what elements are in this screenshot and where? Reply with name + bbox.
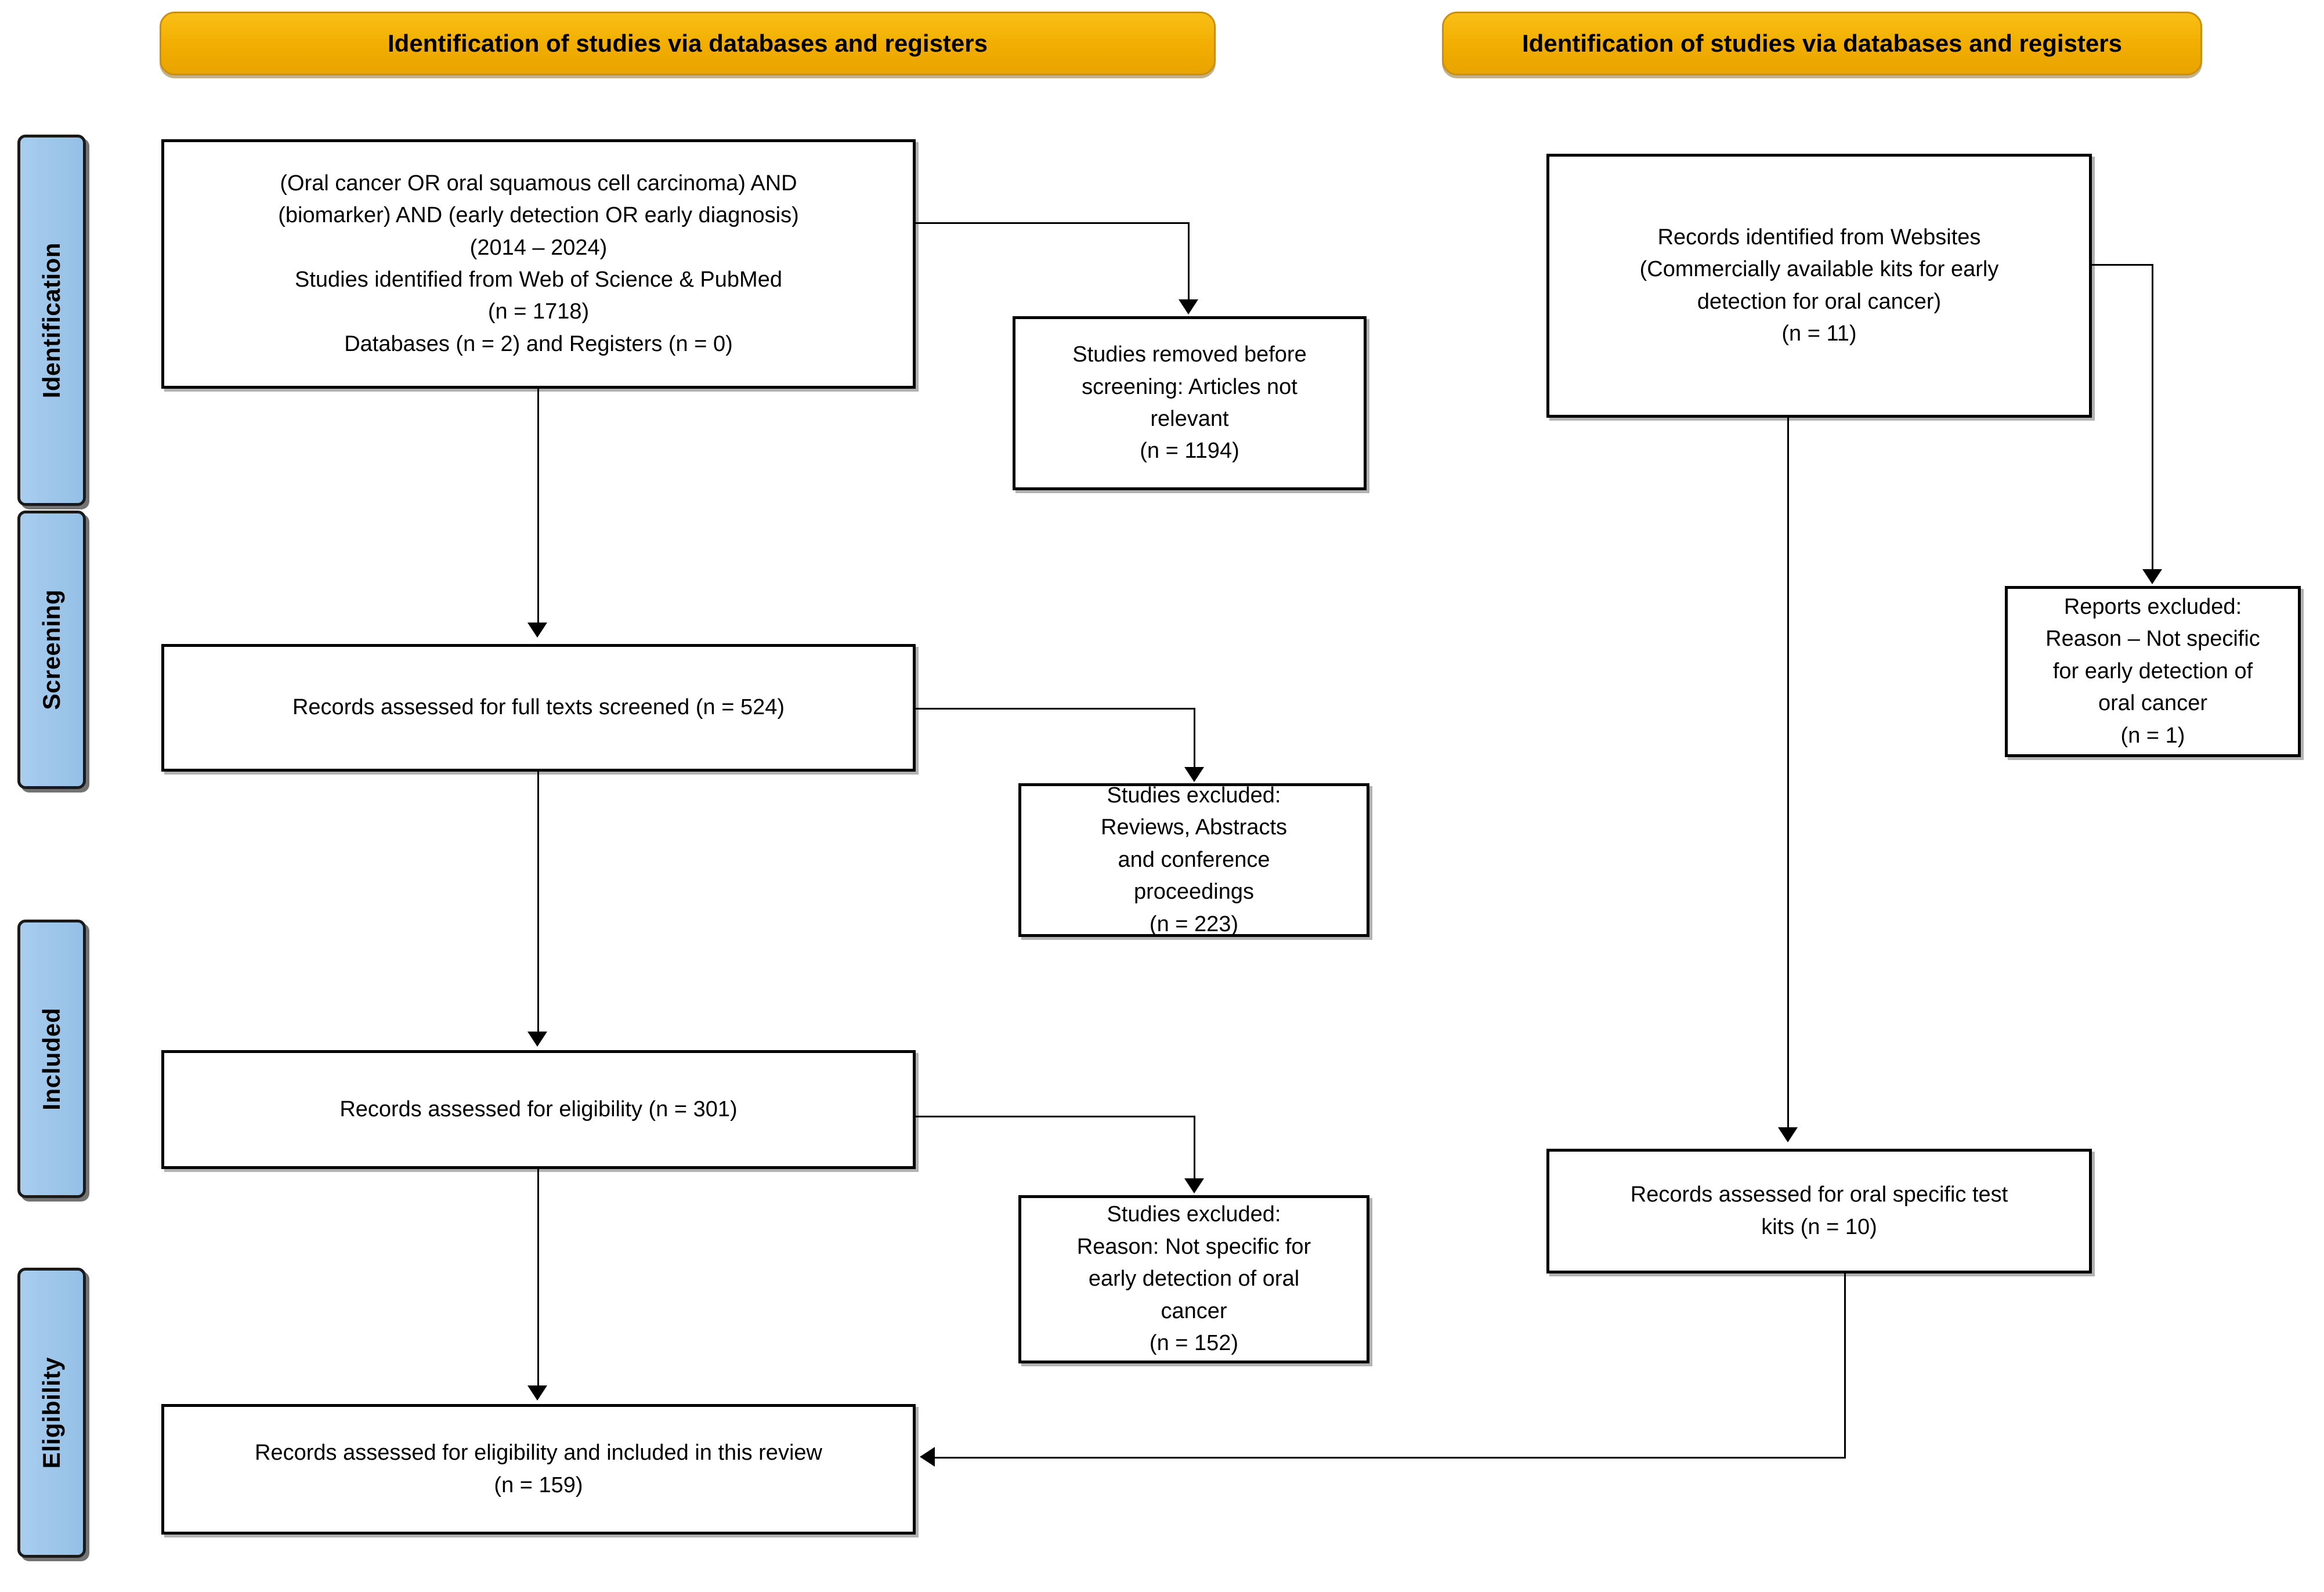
box-excluded-reviews: Studies excluded: Reviews, Abstracts and…	[1018, 783, 1369, 937]
box-excluded-not-specific-text: Studies excluded: Reason: Not specific f…	[1076, 1202, 1311, 1356]
box-websites-records: Records identified from Websites (Commer…	[1546, 154, 2092, 418]
box-websites-records-text: Records identified from Websites (Commer…	[1639, 225, 1999, 346]
phase-tab-identification: Identification	[17, 135, 86, 506]
stage-header-right: Identification of studies via databases …	[1442, 12, 2202, 75]
phase-tab-eligibility-label: Eligibility	[38, 1356, 65, 1469]
box-assessed-eligibility: Records assessed for eligibility (n = 30…	[161, 1050, 916, 1169]
connector-query-to-removed-h	[916, 222, 1190, 224]
phase-tab-screening-label: Screening	[38, 589, 65, 710]
connector-eligibility-to-excluded-h	[916, 1116, 1195, 1117]
box-assessed-eligibility-text: Records assessed for eligibility (n = 30…	[339, 1097, 738, 1121]
box-reports-excluded-text: Reports excluded: Reason – Not specific …	[2045, 594, 2260, 748]
box-removed-before-screening: Studies removed before screening: Articl…	[1013, 316, 1367, 490]
connector-websites-to-reports-h	[2092, 264, 2153, 266]
connector-kits-to-included-v	[1844, 1273, 1846, 1458]
arrow-eligibility-to-included	[527, 1385, 547, 1401]
stage-header-right-label: Identification of studies via databases …	[1522, 30, 2122, 57]
connector-eligibility-to-excluded-v	[1194, 1116, 1195, 1179]
box-oral-test-kits: Records assessed for oral specific test …	[1546, 1149, 2092, 1273]
box-removed-before-screening-text: Studies removed before screening: Articl…	[1072, 342, 1307, 464]
phase-tab-eligibility: Eligibility	[17, 1268, 86, 1558]
box-full-texts-screened: Records assessed for full texts screened…	[161, 644, 916, 772]
connector-screened-to-excluded-h	[916, 708, 1195, 710]
connector-websites-to-kits	[1787, 418, 1789, 1128]
phase-tab-screening: Screening	[17, 511, 86, 789]
stage-header-left-label: Identification of studies via databases …	[388, 30, 988, 57]
arrow-websites-to-reports	[2142, 569, 2162, 584]
box-full-texts-screened-text: Records assessed for full texts screened…	[292, 695, 785, 720]
connector-query-to-removed-v	[1188, 222, 1190, 301]
box-included-in-review-text: Records assessed for eligibility and inc…	[255, 1441, 822, 1497]
connector-eligibility-to-included	[537, 1169, 539, 1387]
box-search-query: (Oral cancer OR oral squamous cell carci…	[161, 139, 916, 389]
arrow-eligibility-to-excluded	[1184, 1178, 1204, 1193]
connector-websites-to-reports-v	[2152, 264, 2153, 570]
arrow-screened-to-eligibility	[527, 1032, 547, 1047]
box-oral-test-kits-text: Records assessed for oral specific test …	[1630, 1182, 2008, 1239]
box-reports-excluded: Reports excluded: Reason – Not specific …	[2005, 586, 2301, 757]
box-included-in-review: Records assessed for eligibility and inc…	[161, 1404, 916, 1535]
phase-tab-identification-label: Identification	[38, 242, 65, 399]
stage-header-left: Identification of studies via databases …	[160, 12, 1216, 75]
phase-tab-included: Included	[17, 920, 86, 1198]
box-search-query-text: (Oral cancer OR oral squamous cell carci…	[278, 171, 799, 356]
arrow-websites-to-kits	[1778, 1127, 1798, 1142]
arrow-kits-to-included	[920, 1447, 935, 1467]
arrow-screened-to-excluded	[1184, 767, 1204, 782]
box-excluded-not-specific: Studies excluded: Reason: Not specific f…	[1018, 1195, 1369, 1363]
connector-screened-to-eligibility	[537, 772, 539, 1033]
arrow-query-to-screened	[527, 623, 547, 638]
connector-kits-to-included-h	[934, 1457, 1846, 1459]
arrow-query-to-removed	[1179, 299, 1198, 314]
phase-tab-included-label: Included	[38, 1007, 65, 1110]
connector-screened-to-excluded-v	[1194, 708, 1195, 769]
box-excluded-reviews-text: Studies excluded: Reviews, Abstracts and…	[1101, 783, 1287, 936]
connector-query-to-screened	[537, 389, 539, 624]
